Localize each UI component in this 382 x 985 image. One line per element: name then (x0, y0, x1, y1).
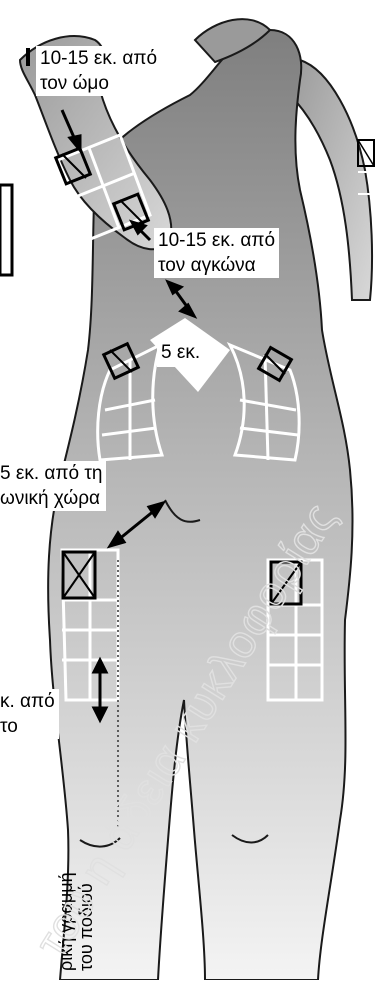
watermark-text: του η άδεια κυκλοφορίας (24, 493, 346, 965)
